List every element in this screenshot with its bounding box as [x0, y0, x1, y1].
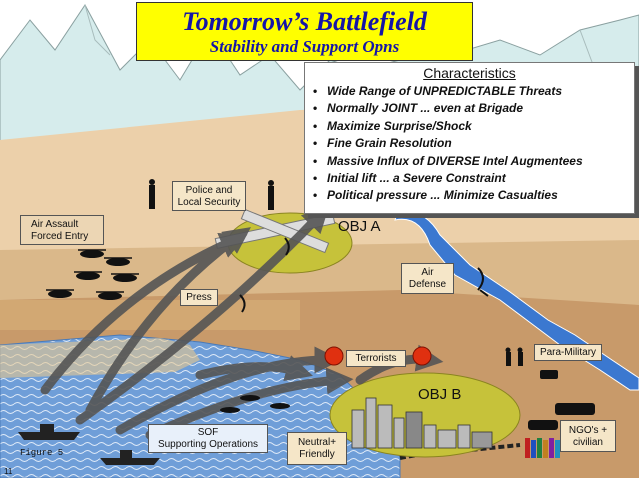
- bullet: •: [313, 101, 318, 116]
- characteristic-item: •Normally JOINT ... even at Brigade: [305, 100, 634, 117]
- ngo-civilian-label: NGO's + civilian: [560, 420, 616, 452]
- terrorists-label: Terrorists: [346, 350, 406, 367]
- bullet: •: [313, 136, 318, 151]
- characteristic-item: •Maximize Surprise/Shock: [305, 118, 634, 135]
- characteristic-item: •Fine Grain Resolution: [305, 135, 634, 152]
- characteristics-heading: Characteristics: [423, 65, 516, 81]
- characteristic-item: •Political pressure ... Minimize Casualt…: [305, 187, 634, 204]
- diagram-title: Tomorrow’s Battlefield: [182, 7, 427, 36]
- air-assault-label: Air Assault Forced Entry: [20, 215, 104, 245]
- vehicle-icons: [528, 370, 595, 430]
- bullet: •: [313, 188, 318, 203]
- bullet: •: [313, 171, 318, 186]
- helicopter-icons: [46, 249, 290, 413]
- press-label: Press: [180, 289, 218, 306]
- para-military-label: Para-Military: [534, 344, 602, 361]
- radar-dish-icons: [239, 237, 489, 313]
- objective-a-label: OBJ A: [338, 218, 381, 235]
- diagram-subtitle: Stability and Support Opns: [209, 37, 400, 56]
- characteristics-panel: Characteristics •Wide Range of UNPREDICT…: [304, 62, 635, 214]
- sof-label: SOF Supporting Operations: [148, 424, 268, 453]
- police-security-label: Police and Local Security: [172, 181, 246, 211]
- soldier-icons: [149, 179, 523, 366]
- characteristic-item: •Initial lift ... a Severe Constraint: [305, 170, 634, 187]
- terrorist-threat-icon: [324, 346, 432, 366]
- objective-b-label: OBJ B: [418, 386, 462, 403]
- bullet: •: [313, 84, 318, 98]
- page-number: 11: [4, 467, 13, 476]
- city-skyline-icon: [351, 397, 493, 449]
- air-defense-label: Air Defense: [401, 263, 454, 294]
- civilian-crowd-icon: [525, 438, 560, 458]
- bullet: •: [313, 153, 318, 168]
- title-box: Tomorrow’s Battlefield Stability and Sup…: [136, 2, 473, 61]
- figure-caption: Figure 5: [20, 448, 64, 458]
- characteristic-item: •Massive Influx of DIVERSE Intel Augment…: [305, 153, 634, 170]
- bullet: •: [313, 118, 318, 133]
- neutral-friendly-label: Neutral+ Friendly: [287, 432, 347, 465]
- characteristic-item: •Wide Range of UNPREDICTABLE Threats: [305, 83, 634, 100]
- ship-icons: [18, 424, 160, 465]
- characteristics-list: •Wide Range of UNPREDICTABLE Threats •No…: [305, 83, 634, 205]
